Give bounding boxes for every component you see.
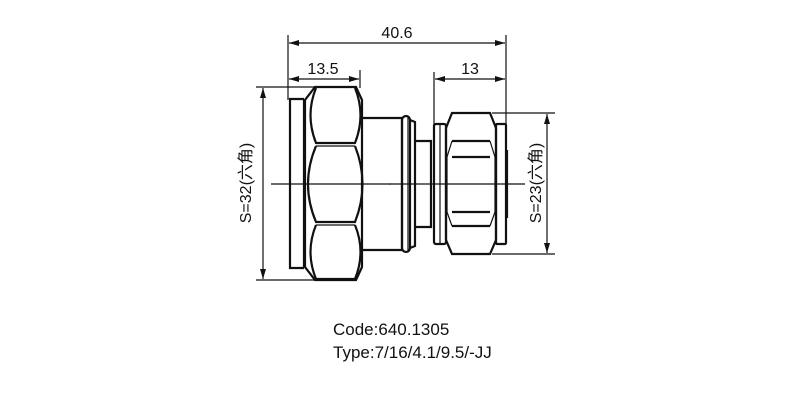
part-type: Type:7/16/4.1/9.5/-JJ (333, 343, 492, 362)
connector-body (362, 114, 433, 254)
part-code: Code:640.1305 (333, 320, 450, 339)
left-hex-width-label: 13.5 (307, 61, 338, 78)
left-hex-size-dimension: S=32(六角) (237, 86, 318, 281)
left-hex-width-dimension: 13.5 (289, 61, 361, 88)
left-hex-nut (303, 85, 364, 282)
right-hex-width-dimension: 13 (433, 61, 505, 125)
right-hex-width-label: 13 (461, 61, 479, 78)
part-caption: Code:640.1305 Type:7/16/4.1/9.5/-JJ (333, 318, 492, 364)
left-hex-size-label: S=32(六角) (237, 143, 255, 223)
right-hex-size-dimension: S=23(六角) (492, 112, 555, 255)
right-hex-nut (432, 111, 509, 256)
overall-length-dimension: 40.6 (287, 25, 507, 140)
overall-length-label: 40.6 (381, 25, 412, 42)
right-hex-size-label: S=23(六角) (527, 143, 545, 223)
